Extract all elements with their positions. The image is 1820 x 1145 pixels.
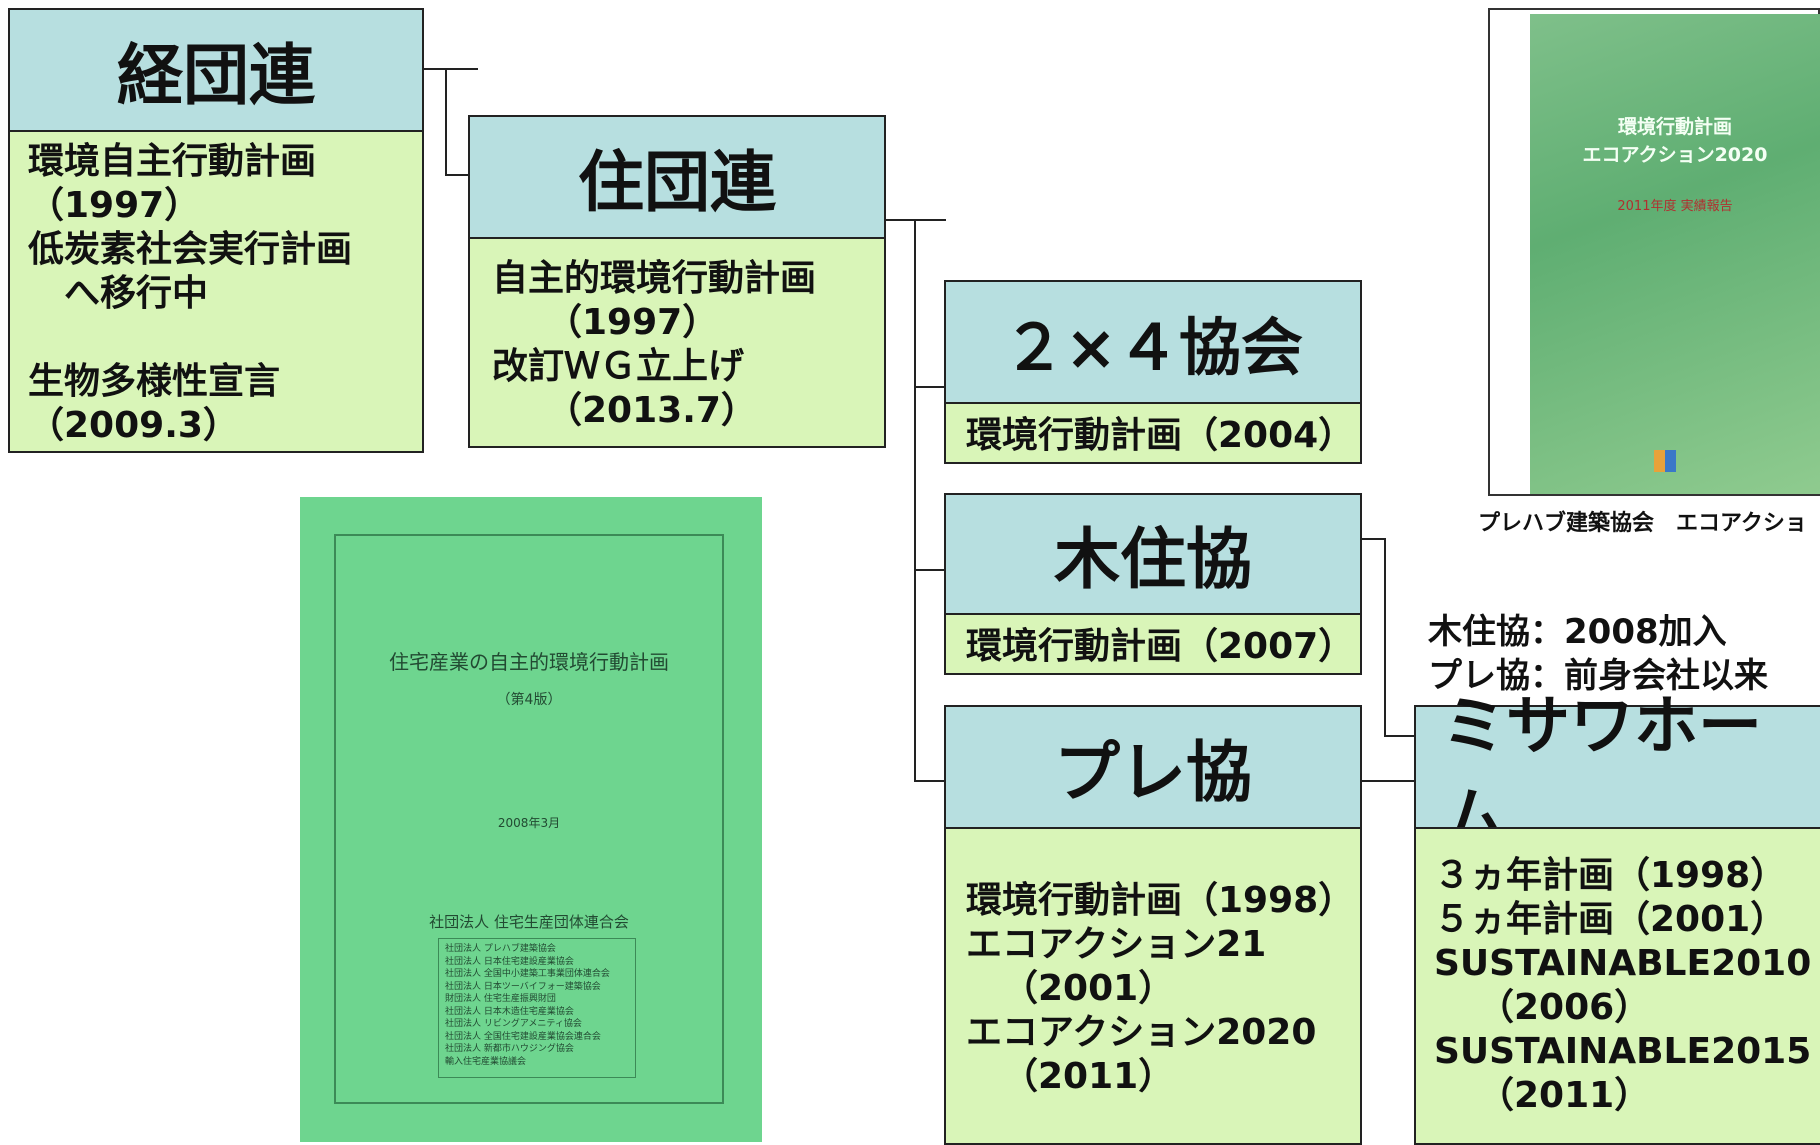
cover-member: 社団法人 プレハブ建築協会 bbox=[445, 944, 556, 954]
keidanren-line: へ移行中 bbox=[28, 273, 209, 314]
cover2-subtitle: 2011年度 実績報告 bbox=[1617, 199, 1733, 214]
prekyo-body: 環境行動計画（1998） エコアクション21 （2001） エコアクション202… bbox=[944, 827, 1362, 1145]
keidanren-line: （1997） bbox=[28, 185, 201, 226]
membership-note-line: プレ協：前身会社以来 bbox=[1428, 656, 1768, 696]
mokujukyo-line: 環境行動計画（2007） bbox=[966, 626, 1355, 667]
misawa-line: ３ヵ年計画（1998） bbox=[1434, 855, 1787, 896]
keidanren-header: 経団連 bbox=[8, 8, 424, 132]
misawa-line: SUSTAINABLE2010 bbox=[1434, 943, 1812, 984]
two-by-four-header: ２×４協会 bbox=[944, 280, 1362, 404]
connector bbox=[914, 569, 946, 571]
prekyo-report-cover: 環境行動計画 エコアクション2020 2011年度 実績報告 bbox=[1488, 8, 1820, 496]
two-by-four-body: 環境行動計画（2004） bbox=[944, 402, 1362, 464]
cover-publisher: 社団法人 住宅生産団体連合会 bbox=[429, 913, 629, 931]
misawa-line: （2011） bbox=[1460, 1075, 1651, 1116]
jpa-logo-icon bbox=[1654, 450, 1676, 472]
prekyo-line: エコアクション2020 bbox=[966, 1012, 1317, 1053]
misawa-body: ３ヵ年計画（1998） ５ヵ年計画（2001） SUSTAINABLE2010 … bbox=[1414, 827, 1820, 1145]
cover-member: 社団法人 新都市ハウジング協会 bbox=[445, 1044, 574, 1054]
misawa-line: SUSTAINABLE2015 bbox=[1434, 1031, 1812, 1072]
cover-edition: （第4版） bbox=[496, 692, 562, 708]
membership-note-line: 木住協：2008加入 bbox=[1428, 612, 1727, 652]
connector bbox=[914, 219, 916, 781]
prekyo-title: プレ協 bbox=[1054, 734, 1252, 811]
keidanren-title: 経団連 bbox=[117, 37, 315, 114]
cover2-title-line2: エコアクション2020 bbox=[1582, 144, 1768, 166]
connector bbox=[914, 780, 946, 782]
prekyo-line: 環境行動計画（1998） bbox=[966, 880, 1355, 921]
cover-member: 社団法人 リビングアメニティ協会 bbox=[445, 1019, 582, 1029]
misawa-header: ミサワホーム bbox=[1414, 690, 1820, 856]
keidanren-line: （2009.3） bbox=[28, 405, 239, 446]
connector bbox=[1360, 538, 1385, 540]
judanren-body: 自主的環境行動計画 （1997） 改訂ＷＧ立上げ （2013.7） bbox=[468, 237, 886, 448]
cover-member-list: 社団法人 プレハブ建築協会 社団法人 日本住宅建設産業協会 社団法人 全国中小建… bbox=[438, 938, 636, 1078]
connector bbox=[445, 174, 470, 176]
judanren-line: （1997） bbox=[492, 302, 719, 343]
two-by-four-title: ２×４協会 bbox=[1003, 311, 1303, 384]
cover-member: 社団法人 日本木造住宅産業協会 bbox=[445, 1006, 574, 1017]
connector bbox=[914, 386, 946, 388]
judanren-report-cover: 住宅産業の自主的環境行動計画 （第4版） 2008年3月 社団法人 住宅生産団体… bbox=[300, 497, 762, 1142]
misawa-line: （2006） bbox=[1460, 987, 1651, 1028]
prekyo-line: エコアクション21 bbox=[966, 924, 1267, 965]
cover-member: 社団法人 日本ツーバイフォー建築協会 bbox=[445, 981, 601, 992]
judanren-line: （2013.7） bbox=[492, 390, 757, 431]
mokujukyo-title: 木住協 bbox=[1054, 521, 1252, 598]
prekyo-line: （2001） bbox=[984, 968, 1175, 1009]
cover-member: 輸入住宅産業協議会 bbox=[445, 1056, 527, 1067]
judanren-line: 自主的環境行動計画 bbox=[492, 258, 817, 299]
connector bbox=[445, 68, 447, 175]
misawa-line: ５ヵ年計画（2001） bbox=[1434, 899, 1787, 940]
cover-member: 社団法人 全国中小建築工事業団体連合会 bbox=[445, 969, 610, 979]
cover-date: 2008年3月 bbox=[497, 816, 561, 830]
cover2-title-line1: 環境行動計画 bbox=[1617, 116, 1732, 138]
cover-frame: 住宅産業の自主的環境行動計画 （第4版） 2008年3月 社団法人 住宅生産団体… bbox=[334, 534, 724, 1104]
keidanren-body: 環境自主行動計画 （1997） 低炭素社会実行計画 へ移行中 生物多様性宣言 （… bbox=[8, 130, 424, 453]
keidanren-line bbox=[28, 316, 422, 360]
mokujukyo-header: 木住協 bbox=[944, 493, 1362, 615]
membership-note: 木住協：2008加入プレ協：前身会社以来 bbox=[1428, 610, 1768, 698]
judanren-title: 住団連 bbox=[578, 144, 776, 221]
two-by-four-line: 環境行動計画（2004） bbox=[966, 415, 1355, 456]
connector bbox=[1384, 735, 1416, 737]
cover-member: 社団法人 日本住宅建設産業協会 bbox=[445, 956, 574, 967]
cover-member: 社団法人 全国住宅建設産業協会連合会 bbox=[445, 1031, 601, 1042]
connector bbox=[1384, 538, 1386, 736]
connector bbox=[1360, 780, 1416, 782]
prekyo-line: （2011） bbox=[984, 1056, 1175, 1097]
cover2-artwork: 環境行動計画 エコアクション2020 2011年度 実績報告 bbox=[1530, 14, 1820, 494]
prekyo-cover-caption: プレハブ建築協会 エコアクショ bbox=[1478, 511, 1807, 536]
cover-member: 財団法人 住宅生産振興財団 bbox=[445, 994, 556, 1004]
judanren-line: 改訂ＷＧ立上げ bbox=[492, 346, 745, 387]
mokujukyo-body: 環境行動計画（2007） bbox=[944, 613, 1362, 675]
keidanren-line: 生物多様性宣言 bbox=[28, 361, 281, 402]
cover-title: 住宅産業の自主的環境行動計画 bbox=[389, 650, 669, 674]
keidanren-line: 環境自主行動計画 bbox=[28, 141, 317, 182]
connector bbox=[422, 68, 478, 70]
prekyo-header: プレ協 bbox=[944, 705, 1362, 829]
judanren-header: 住団連 bbox=[468, 115, 886, 239]
keidanren-line: 低炭素社会実行計画 bbox=[28, 229, 353, 270]
